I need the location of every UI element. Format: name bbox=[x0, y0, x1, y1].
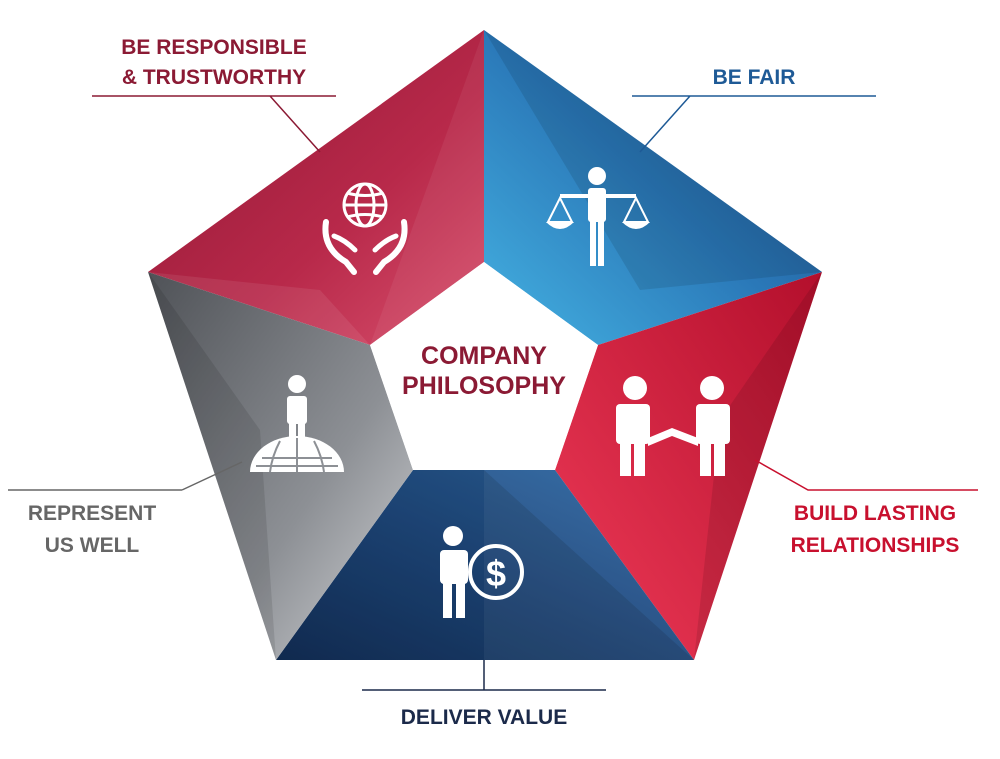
person-on-globe-icon bbox=[250, 375, 344, 473]
hands-globe-icon bbox=[322, 182, 408, 275]
label-represent-line2: US WELL bbox=[45, 534, 140, 557]
segment-build-lasting bbox=[555, 272, 822, 660]
center-title-line1: COMPANY bbox=[421, 342, 547, 370]
leader-lines bbox=[8, 95, 978, 691]
scales-person-icon bbox=[546, 167, 650, 266]
label-represent-line1: REPRESENT bbox=[28, 502, 157, 525]
label-build-lasting-line1: BUILD LASTING bbox=[794, 502, 956, 525]
svg-text:$: $ bbox=[486, 553, 506, 594]
label-be-responsible-line2: & TRUSTWORTHY bbox=[122, 66, 306, 89]
label-be-fair: BE FAIR bbox=[713, 66, 796, 89]
segment-deliver-value bbox=[276, 470, 694, 660]
label-build-lasting-line2: RELATIONSHIPS bbox=[791, 534, 960, 557]
handshake-icon bbox=[616, 376, 730, 476]
center-pentagon bbox=[370, 262, 598, 470]
label-be-responsible-line1: BE RESPONSIBLE bbox=[121, 36, 307, 59]
person-dollar-icon: $ bbox=[440, 526, 524, 618]
segment-be-fair bbox=[484, 30, 822, 345]
label-deliver-value: DELIVER VALUE bbox=[401, 706, 567, 729]
center-title-line2: PHILOSOPHY bbox=[402, 372, 566, 400]
